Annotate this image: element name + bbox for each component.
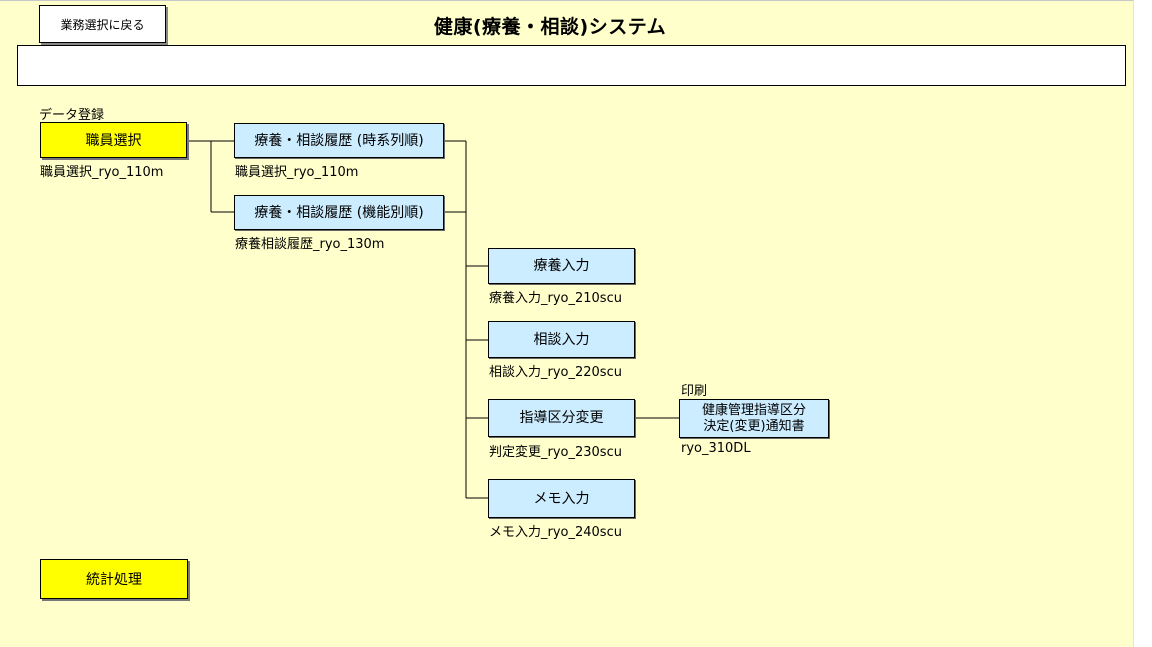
statistics-processing-button[interactable]: 統計処理 — [40, 559, 188, 599]
guidance-category-change-id: 判定変更_ryo_230scu — [489, 445, 622, 460]
memo-input-button[interactable]: メモ入力 — [488, 479, 635, 518]
history-by-function-id: 療養相談履歴_ryo_130m — [235, 237, 385, 252]
memo-input-id: メモ入力_ryo_240scu — [489, 525, 622, 540]
back-to-business-select-button[interactable]: 業務選択に戻る — [39, 5, 166, 43]
guidance-notice-line2: 決定(変更)通知書 — [703, 418, 805, 434]
medical-input-id: 療養入力_ryo_210scu — [489, 291, 622, 306]
data-entry-section-label: データ登録 — [39, 108, 105, 123]
medical-input-button[interactable]: 療養入力 — [488, 248, 635, 284]
staff-select-button[interactable]: 職員選択 — [40, 122, 187, 158]
consultation-input-id: 相談入力_ryo_220scu — [489, 365, 622, 380]
guidance-category-change-button[interactable]: 指導区分変更 — [488, 399, 635, 437]
consultation-input-button[interactable]: 相談入力 — [488, 321, 635, 358]
guidance-notice-id: ryo_310DL — [681, 441, 751, 456]
page-title: 健康(療養・相談)システム — [433, 16, 667, 38]
history-by-function-button[interactable]: 療養・相談履歴 (機能別順) — [234, 195, 444, 230]
history-chronological-id: 職員選択_ryo_110m — [235, 165, 359, 180]
window-top-border — [0, 0, 1152, 1]
staff-select-id: 職員選択_ryo_110m — [40, 165, 164, 180]
right-margin-strip — [1133, 0, 1152, 647]
history-chronological-button[interactable]: 療養・相談履歴 (時系列順) — [234, 123, 444, 158]
print-section-label: 印刷 — [681, 384, 708, 399]
guidance-notice-line1: 健康管理指導区分 — [701, 402, 806, 418]
guidance-notice-print-button[interactable]: 健康管理指導区分 決定(変更)通知書 — [679, 399, 829, 438]
message-box — [17, 45, 1126, 86]
